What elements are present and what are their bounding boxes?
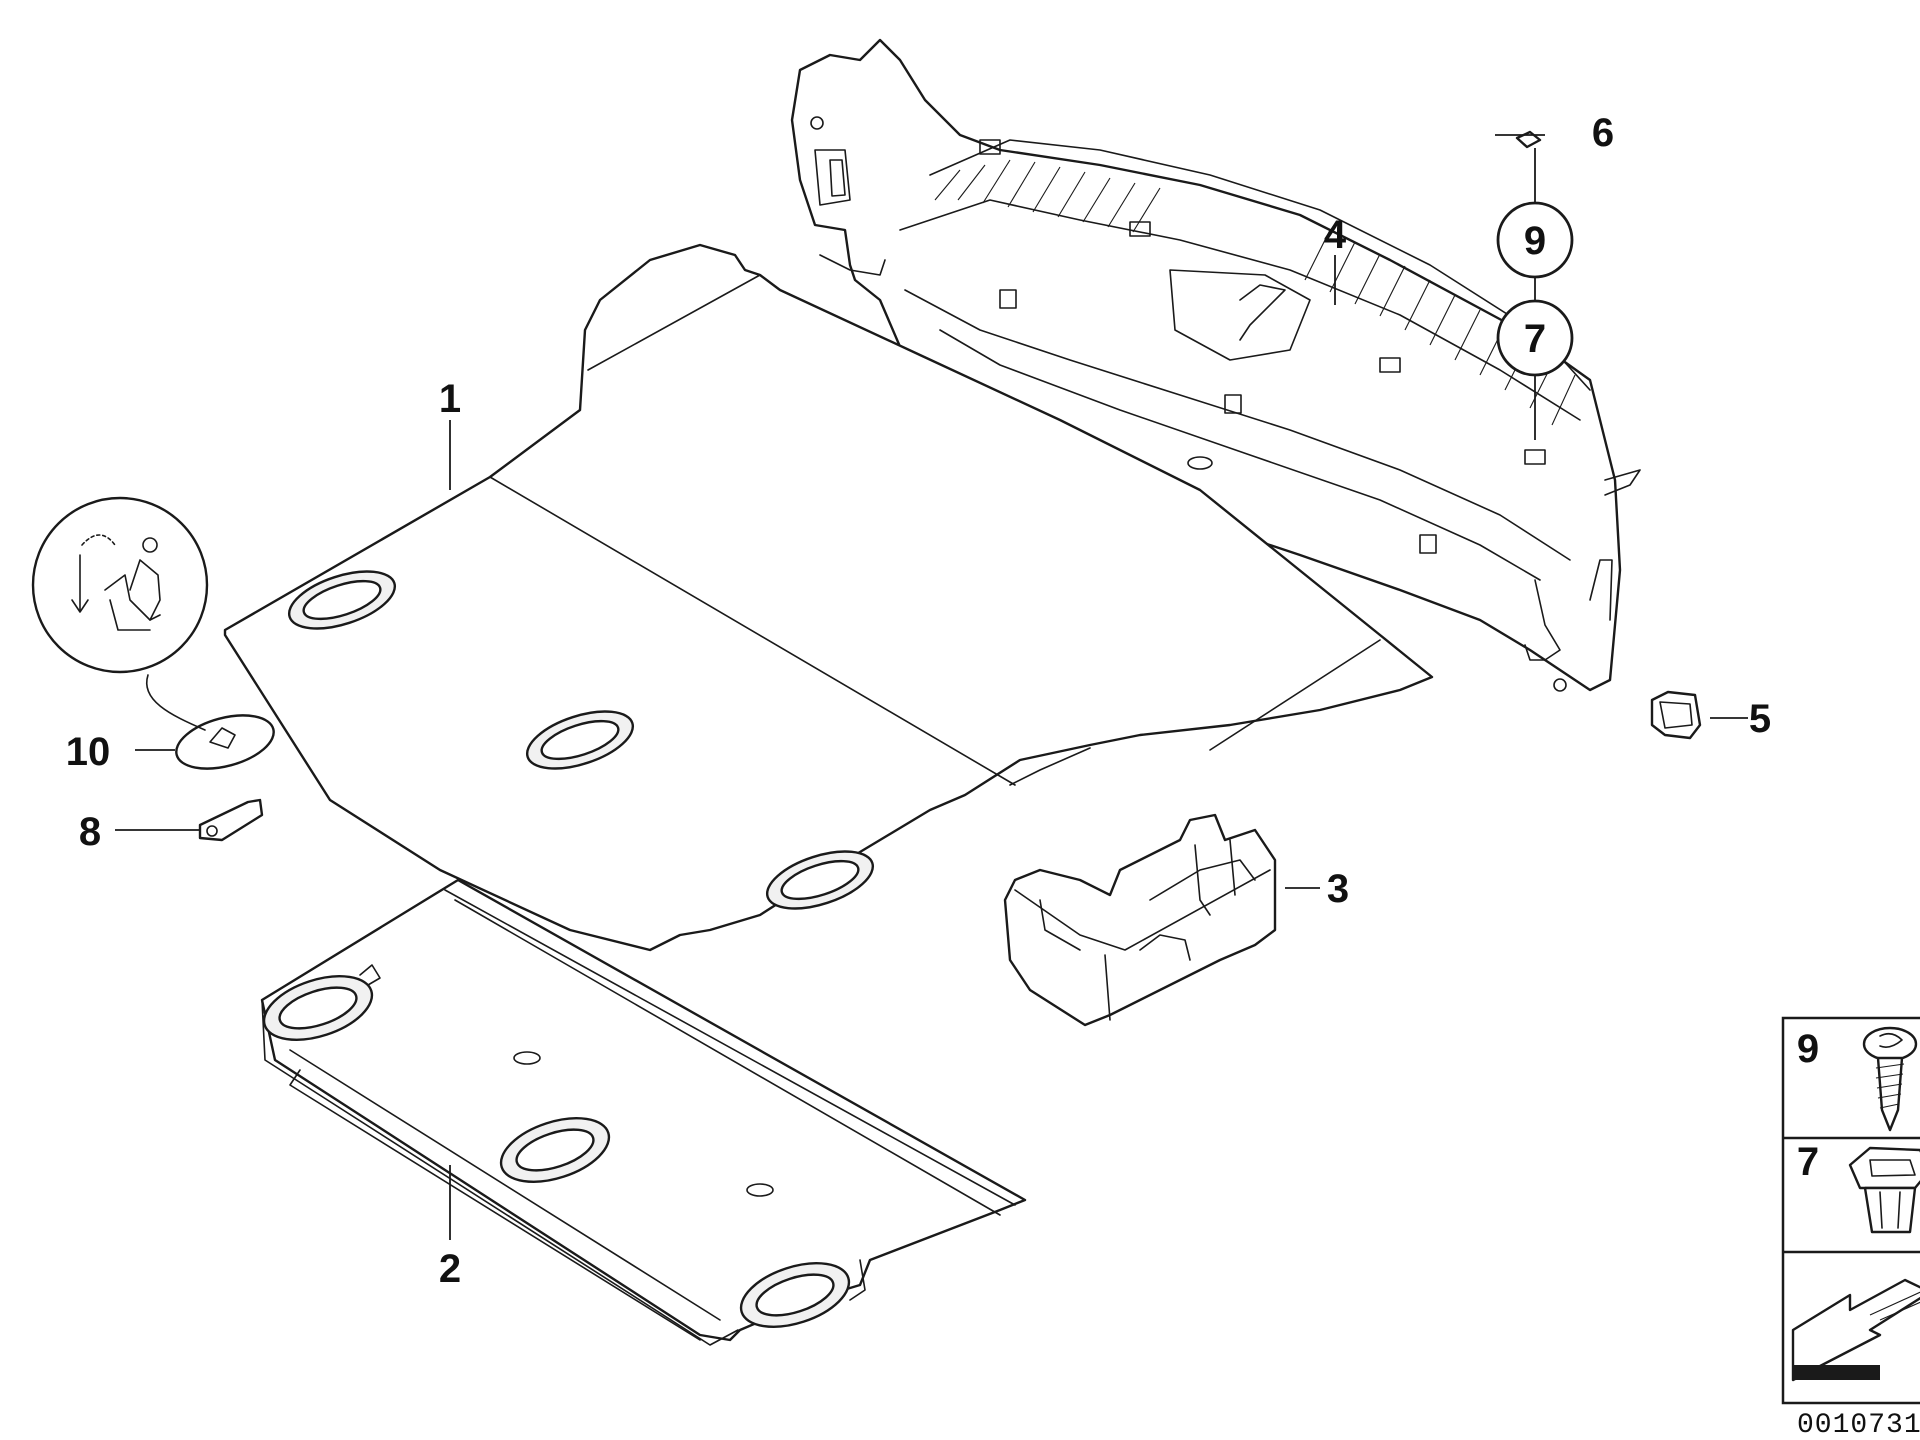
child-seat-warning-label [31, 496, 275, 770]
floor-panel-eyelet [739, 1262, 851, 1328]
child-seat-pictogram-icon [71, 534, 161, 631]
expanding-nut-clip-icon [1848, 1146, 1920, 1234]
clip-part [1650, 690, 1702, 740]
callout-1: 1 [439, 377, 461, 421]
legend-item-9-label: 9 [1797, 1027, 1819, 1071]
floor-mat-eyelet-slot [287, 570, 397, 630]
floor-mat-eyelet-slot [525, 710, 635, 770]
diagram-reference-number: 0010731 [1797, 1410, 1920, 1440]
callout-2: 2 [439, 1247, 461, 1291]
floor-panel-eyelet [262, 975, 374, 1041]
direction-arrow-icon [1791, 1278, 1920, 1382]
callout-labels: 1 2 3 4 5 6 8 10 [66, 111, 1771, 1291]
callout-4: 4 [1324, 213, 1347, 257]
support-bracket [1003, 813, 1277, 1027]
luggage-floor-panel [260, 878, 1027, 1346]
self-tapping-screw-icon [1862, 1026, 1918, 1132]
callout-5: 5 [1749, 697, 1771, 741]
callout-6: 6 [1592, 111, 1614, 155]
circled-callout-7-ring [1496, 299, 1574, 377]
floor-panel-eyelet [499, 1117, 611, 1183]
holder-part [198, 798, 264, 842]
callout-10: 10 [66, 730, 111, 774]
luggage-compartment-floor-mat [223, 243, 1434, 952]
trunk-sill-trim-panel [790, 38, 1641, 692]
circled-callout-9: 9 [1524, 219, 1546, 263]
circled-callout-9-ring [1496, 201, 1574, 279]
floor-mat-eyelet-slot [765, 850, 875, 910]
circled-callouts: 9 7 [1496, 201, 1574, 377]
circled-callout-7: 7 [1524, 317, 1546, 361]
fastener-legend: 9 7 [1781, 1016, 1920, 1405]
magnified-label-detail [31, 496, 209, 674]
legend-item-7-label: 7 [1797, 1140, 1819, 1184]
callout-3: 3 [1327, 867, 1349, 911]
leader-lines [115, 134, 1748, 1240]
callout-8: 8 [79, 810, 101, 854]
